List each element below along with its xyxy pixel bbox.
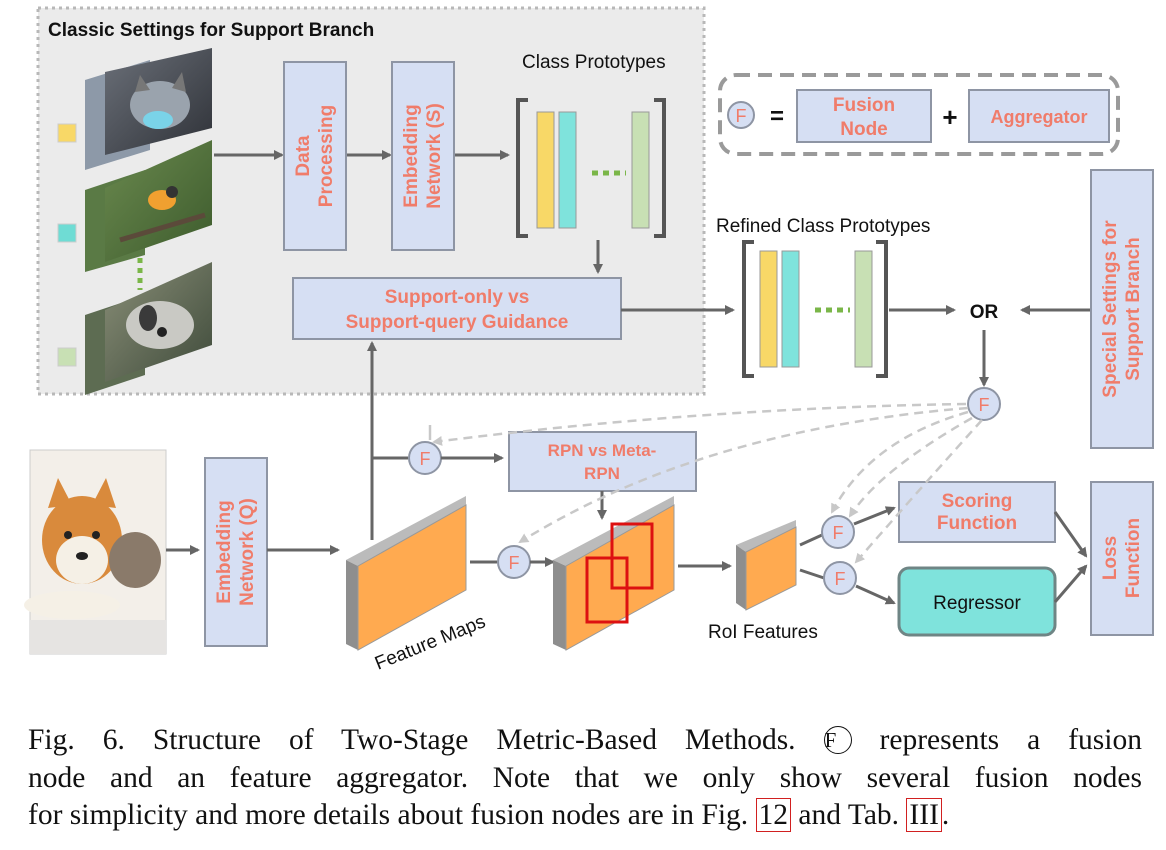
fig-ref-link[interactable]: 12 bbox=[755, 798, 792, 832]
embedding-network-q-box bbox=[204, 457, 268, 647]
data-processing-label-2: Processing bbox=[316, 105, 337, 207]
data-processing-label-1: Data bbox=[293, 135, 314, 177]
roi-features-block bbox=[736, 520, 797, 611]
support-image-bird bbox=[85, 140, 212, 272]
guidance-label-2: Support-query Guidance bbox=[346, 312, 569, 333]
caption-lead: Fig. 6. Structure of Two-Stage Metric-Ba… bbox=[28, 724, 796, 756]
refined-green bbox=[854, 250, 873, 368]
legend-fusion-label-2: Node bbox=[840, 119, 888, 140]
embedding-q-label-2: Network (Q) bbox=[237, 498, 258, 606]
regressor-label: Regressor bbox=[933, 593, 1021, 614]
prototype-yellow bbox=[536, 111, 555, 229]
special-settings-label-1: Special Settings for bbox=[1100, 220, 1121, 398]
proposal-boxes bbox=[585, 522, 654, 624]
fusion-node-scoring bbox=[821, 515, 855, 549]
fusion-node-source bbox=[967, 387, 1001, 421]
legend-aggregator-label: Aggregator bbox=[990, 107, 1087, 127]
or-label: OR bbox=[970, 302, 999, 323]
refined-yellow bbox=[759, 250, 778, 368]
figure-caption: Fig. 6. Structure of Two-Stage Metric-Ba… bbox=[28, 722, 1142, 835]
data-processing-box bbox=[283, 61, 347, 251]
loss-label-1: Loss bbox=[1100, 536, 1121, 580]
guidance-label-1: Support-only vs bbox=[385, 287, 530, 308]
caption-line-3b: and Tab. bbox=[791, 799, 907, 831]
fusion-node-source-f: F bbox=[979, 395, 990, 415]
fusion-node-scoring-f: F bbox=[833, 523, 844, 543]
caption-line-3a: for simplicity and more details about fu… bbox=[28, 799, 756, 831]
caption-line-3c: . bbox=[941, 799, 950, 831]
loss-label-2: Function bbox=[1123, 518, 1144, 598]
legend-aggregator-box bbox=[968, 89, 1110, 143]
caption-line-2: node and an feature aggregator. Note tha… bbox=[28, 761, 1142, 794]
embedding-q-label-1: Embedding bbox=[214, 500, 235, 603]
refined-bracket-left bbox=[742, 240, 754, 378]
legend-fusion-icon bbox=[727, 101, 755, 129]
prototype-bracket-left bbox=[516, 98, 528, 238]
refined-teal bbox=[781, 250, 800, 368]
embedding-s-label-2: Network (S) bbox=[424, 103, 445, 209]
prototype-green bbox=[631, 111, 650, 229]
fusion-node-regressor bbox=[823, 561, 857, 595]
swatch-yellow bbox=[57, 123, 77, 143]
legend-fusion-label-1: Fusion bbox=[833, 95, 895, 116]
caption-line-1: Fig. 6. Structure of Two-Stage Metric-Ba… bbox=[28, 722, 1142, 760]
refined-prototypes-label: Refined Class Prototypes bbox=[716, 216, 930, 237]
rpn-label-1: RPN vs Meta- bbox=[548, 441, 657, 460]
scoring-label-2: Function bbox=[937, 513, 1017, 534]
prototype-teal bbox=[558, 111, 577, 229]
roi-features-label: RoI Features bbox=[708, 622, 818, 643]
legend-equals: = bbox=[770, 103, 784, 130]
legend-fusion-node-box bbox=[796, 89, 932, 143]
refined-bracket-right bbox=[876, 240, 888, 378]
fusion-node-rpn-f: F bbox=[420, 449, 431, 469]
prototype-bracket-right bbox=[654, 98, 666, 238]
legend-f-symbol: F bbox=[736, 106, 747, 126]
caption-rest-1: represents a fusion bbox=[851, 724, 1142, 756]
support-branch-title: Classic Settings for Support Branch bbox=[48, 20, 374, 41]
loss-function-box bbox=[1090, 481, 1154, 636]
caption-f-symbol: F bbox=[823, 726, 852, 754]
support-image-dog bbox=[85, 262, 212, 395]
special-settings-label-2: Support Branch bbox=[1123, 237, 1144, 381]
two-stage-metric-diagram: Classic Settings for Support Branch Data… bbox=[24, 6, 1154, 675]
scoring-label-1: Scoring bbox=[942, 491, 1013, 512]
fusion-node-features-f: F bbox=[509, 553, 520, 573]
dashed-guidance-arrows bbox=[432, 402, 983, 564]
rpn-box bbox=[508, 431, 697, 492]
tab-ref-link[interactable]: III bbox=[906, 798, 942, 832]
embedding-network-s-box bbox=[391, 61, 455, 251]
feature-maps-block bbox=[346, 496, 467, 651]
legend-plus: + bbox=[942, 102, 957, 132]
swatch-teal bbox=[57, 223, 77, 243]
fusion-node-regressor-f: F bbox=[835, 569, 846, 589]
swatch-green bbox=[57, 347, 77, 367]
caption-line-3: for simplicity and more details about fu… bbox=[28, 797, 1142, 835]
special-settings-box bbox=[1090, 169, 1154, 449]
rpn-label-2: RPN bbox=[584, 464, 620, 483]
support-image-cat bbox=[85, 48, 212, 170]
class-prototypes-label: Class Prototypes bbox=[522, 52, 666, 73]
embedding-s-label-1: Embedding bbox=[401, 104, 422, 207]
query-image bbox=[24, 449, 167, 655]
